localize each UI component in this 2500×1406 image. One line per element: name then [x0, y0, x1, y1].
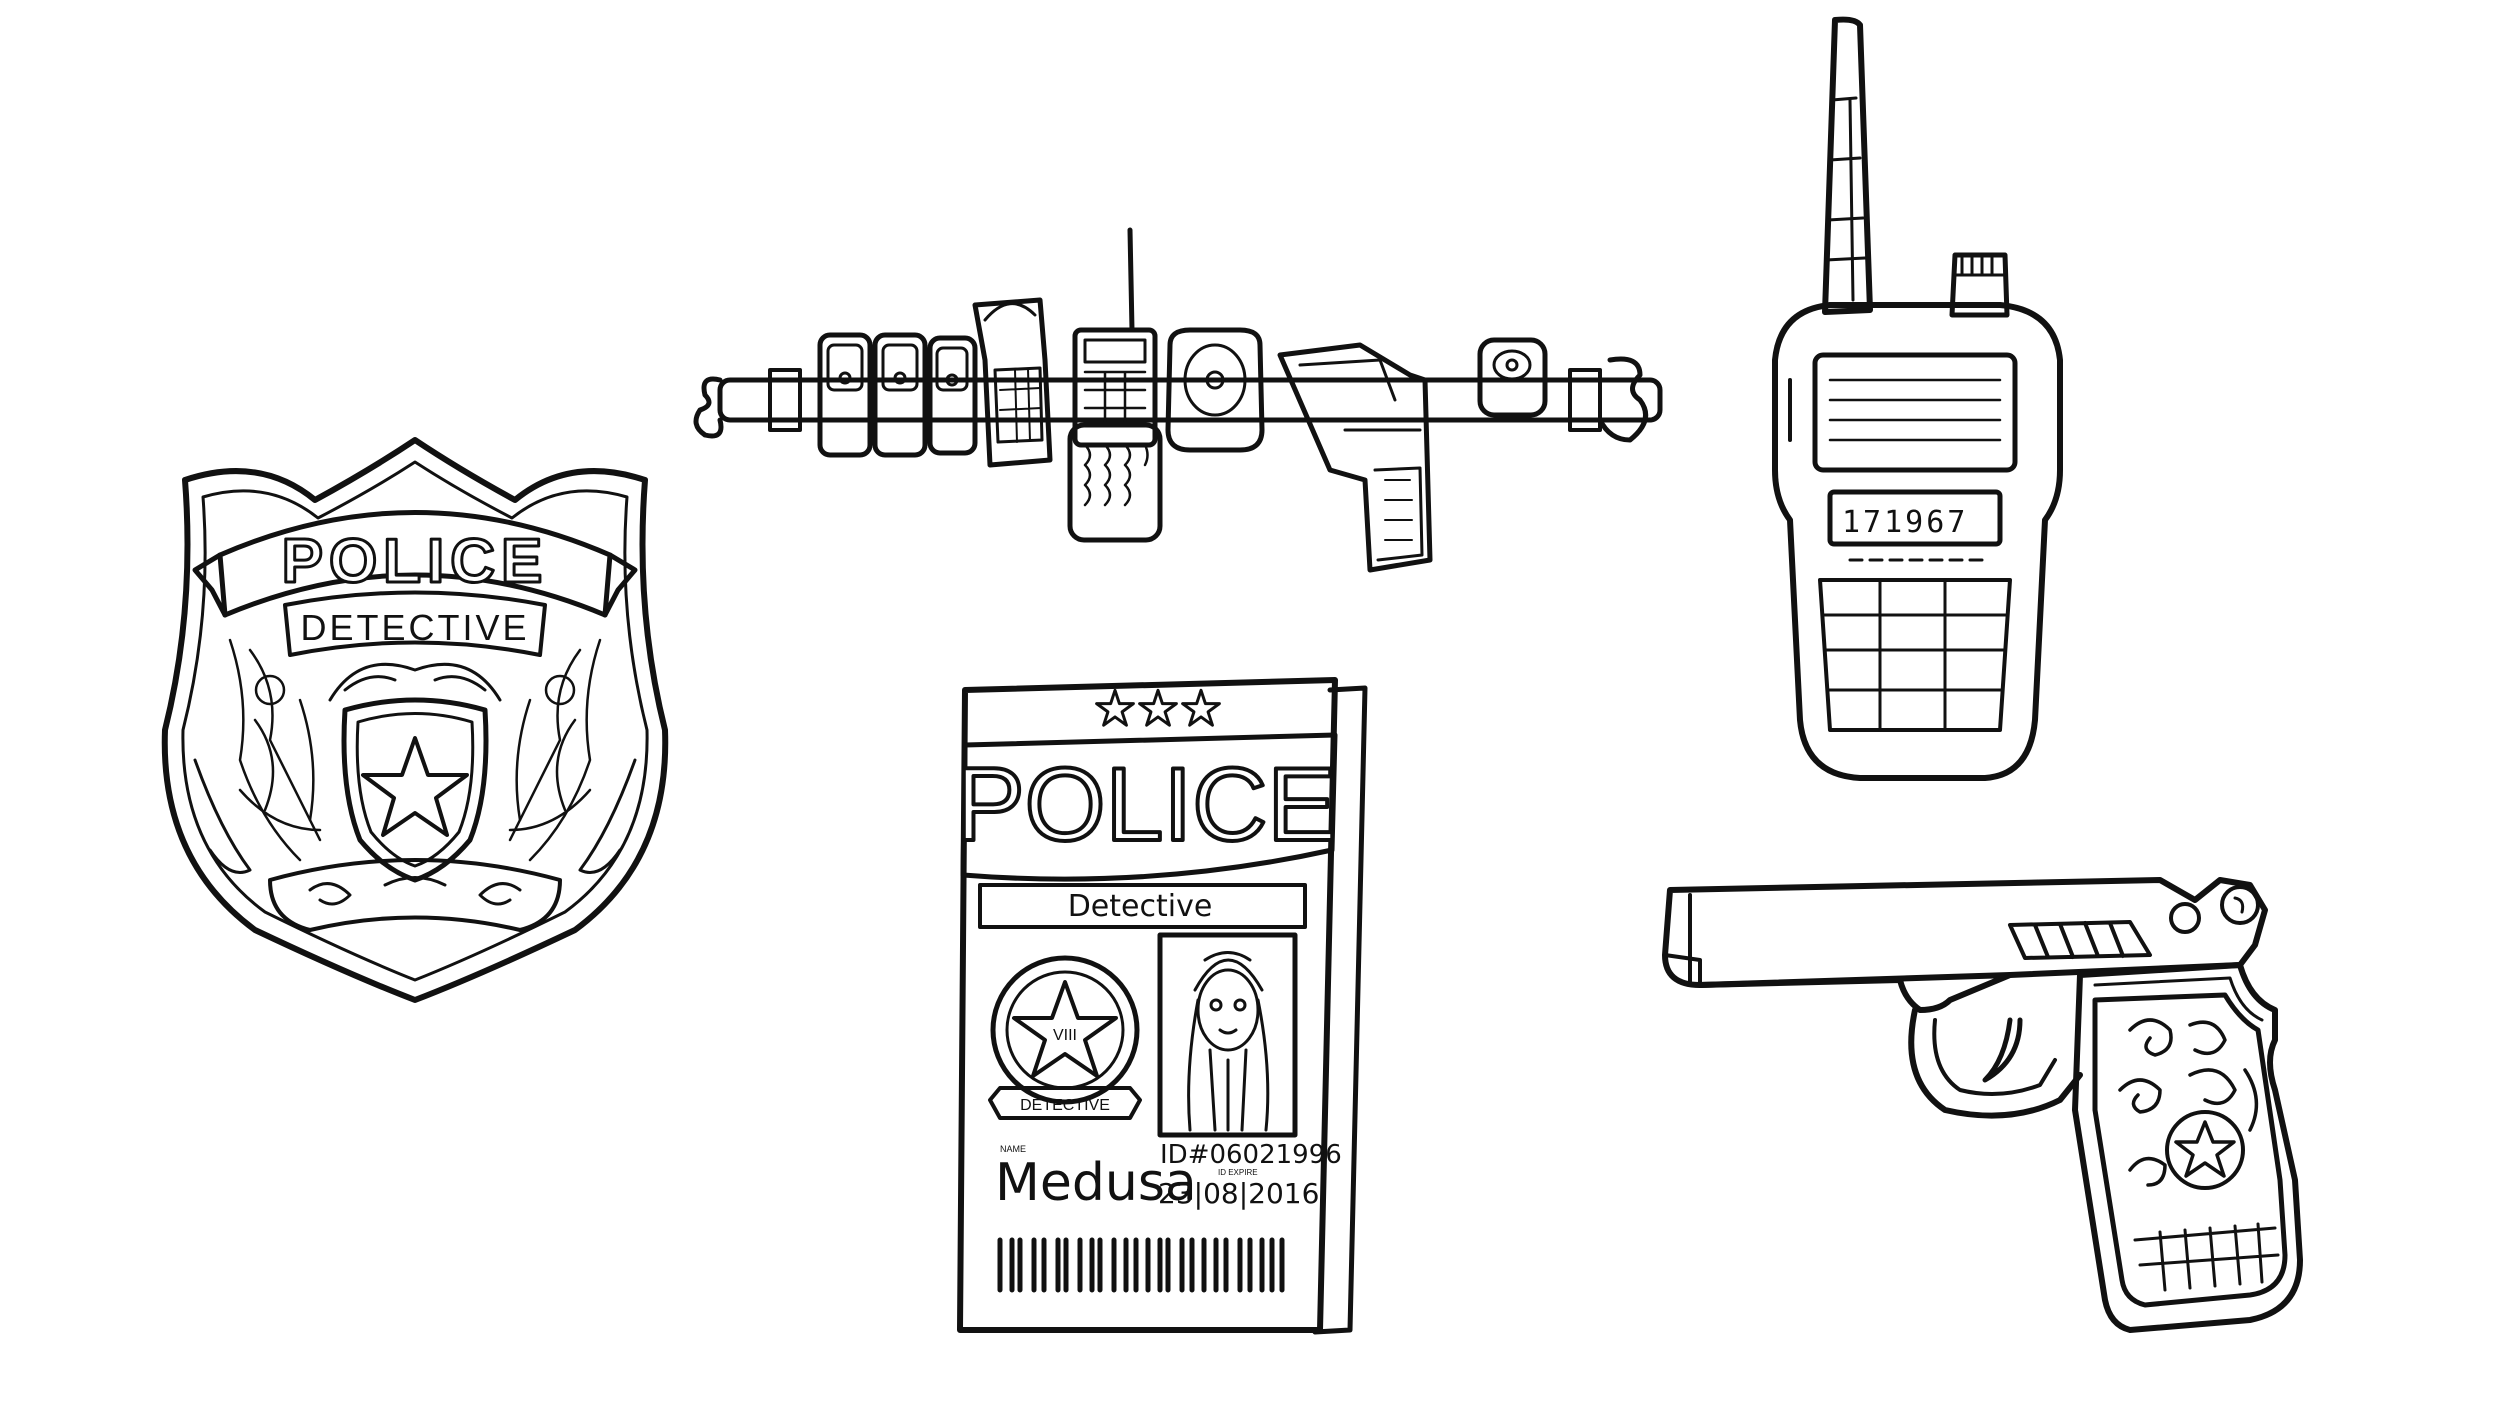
belt-radio-screen	[1083, 338, 1147, 364]
walkie-antenna	[1822, 16, 1873, 315]
belt-pouch-snap	[838, 371, 852, 385]
pistol-grip	[2072, 962, 2303, 1333]
badge-banner-tail-left	[192, 552, 228, 618]
badge-ornament-left	[228, 638, 322, 862]
police-id-card-icon: ★★★ POLICE Detective VIII DETECTIVE ID#0…	[953, 677, 1368, 1335]
badge-banner-text: POLICE	[282, 527, 549, 596]
belt-keeper-left	[768, 368, 802, 432]
id-role-bar	[978, 883, 1307, 929]
police-badge-icon: POLICE DETECTIVE	[161, 437, 669, 1003]
pistol-grip-panel	[2092, 992, 2288, 1308]
belt-radio	[1072, 327, 1158, 448]
belt-pouch-snap	[893, 371, 907, 385]
belt-pouch-flap	[881, 343, 919, 392]
pistol-grip-checkering	[2133, 1222, 2280, 1292]
walkie-knob	[1949, 252, 2010, 318]
badge-bottom-scroll	[268, 858, 562, 932]
walkie-display	[1827, 489, 2003, 547]
pistol-serrations	[2008, 920, 2152, 960]
id-name-caption: NAME	[1000, 1144, 1026, 1154]
walkie-talkie-icon: 171967	[1772, 16, 2063, 781]
belt-buckle-left	[693, 376, 724, 439]
belt-pouch-flap	[935, 346, 969, 392]
id-title: POLICE	[955, 747, 1336, 863]
belt-strap	[717, 377, 1663, 423]
badge-banner-tail-right	[602, 552, 638, 618]
belt-pouch-snap	[945, 373, 959, 387]
pistol-icon	[1662, 877, 2303, 1333]
duty-belt-icon	[693, 227, 1663, 573]
pistol-grip-star-icon	[2174, 1120, 2236, 1178]
pistol-trigger-guard	[1908, 1007, 2083, 1119]
belt-radio-holster	[1067, 422, 1163, 543]
belt-pouch-flap	[826, 343, 864, 392]
badge-star-icon	[361, 736, 469, 837]
id-photo	[1157, 932, 1298, 1138]
belt-cuff-case	[972, 297, 1053, 468]
id-number: ID#06021996	[1160, 1140, 1342, 1170]
id-seal-numeral: VIII	[1053, 1027, 1077, 1044]
id-expiry-date: 23|08|2016	[1158, 1177, 1319, 1210]
pistol-frame	[1697, 972, 2013, 1013]
id-role: Detective	[1068, 889, 1213, 924]
badge-outer-shield	[161, 437, 669, 1003]
walkie-speaker	[1812, 352, 2018, 473]
pistol-grip-swirls	[2118, 1018, 2259, 1187]
pistol-grip-medallion	[2165, 1110, 2245, 1190]
id-seal	[990, 955, 1140, 1105]
id-seal-star-icon	[1012, 980, 1118, 1078]
walkie-display-text: 171967	[1842, 505, 1968, 540]
id-barcode	[997, 1237, 1285, 1293]
id-card-front	[957, 677, 1338, 1333]
badge-scroll-swirl-left	[308, 882, 352, 906]
id-stars: ★★★	[1093, 683, 1222, 736]
badge-flourish-right	[578, 758, 637, 874]
belt-pouch	[927, 335, 978, 456]
pistol-hammer-screw	[2169, 902, 2201, 934]
belt-buckle-right	[1597, 356, 1649, 443]
badge-center-shield	[341, 697, 489, 883]
badge-scroll-center	[383, 876, 447, 887]
belt-round-pouch	[1165, 327, 1265, 453]
id-photo-portrait	[1187, 951, 1270, 1132]
badge-center-shield-inner	[355, 712, 475, 868]
pistol-trigger	[1982, 1017, 2023, 1083]
belt-pouch	[872, 332, 928, 458]
badge-inner-shield	[181, 460, 649, 982]
id-seal-label: DETECTIVE	[1020, 1097, 1110, 1114]
id-card-back	[1312, 685, 1368, 1335]
badge-rank-text: DETECTIVE	[300, 607, 529, 648]
belt-holster	[1277, 342, 1433, 573]
walkie-keypad	[1818, 578, 2012, 732]
badge-rank-ribbon	[283, 590, 547, 657]
belt-pouch	[817, 332, 873, 458]
belt-pouch	[1477, 337, 1548, 418]
id-expiry-caption: ID EXPIRE	[1218, 1168, 1258, 1177]
id-name: Medusa	[995, 1153, 1197, 1213]
badge-scroll-swirl-right	[478, 882, 522, 906]
walkie-body	[1772, 302, 2063, 781]
pistol-hammer	[2220, 885, 2260, 925]
belt-keeper-right	[1568, 368, 1602, 432]
belt-cuff-grid	[993, 366, 1044, 444]
belt-radio-antenna	[1127, 227, 1135, 333]
badge-flourish-left	[193, 758, 252, 874]
badge-ornament-right	[508, 638, 602, 862]
id-title-panel	[960, 732, 1338, 882]
badge-eagle-wings	[328, 662, 502, 702]
id-seal-ribbon	[988, 1086, 1142, 1120]
